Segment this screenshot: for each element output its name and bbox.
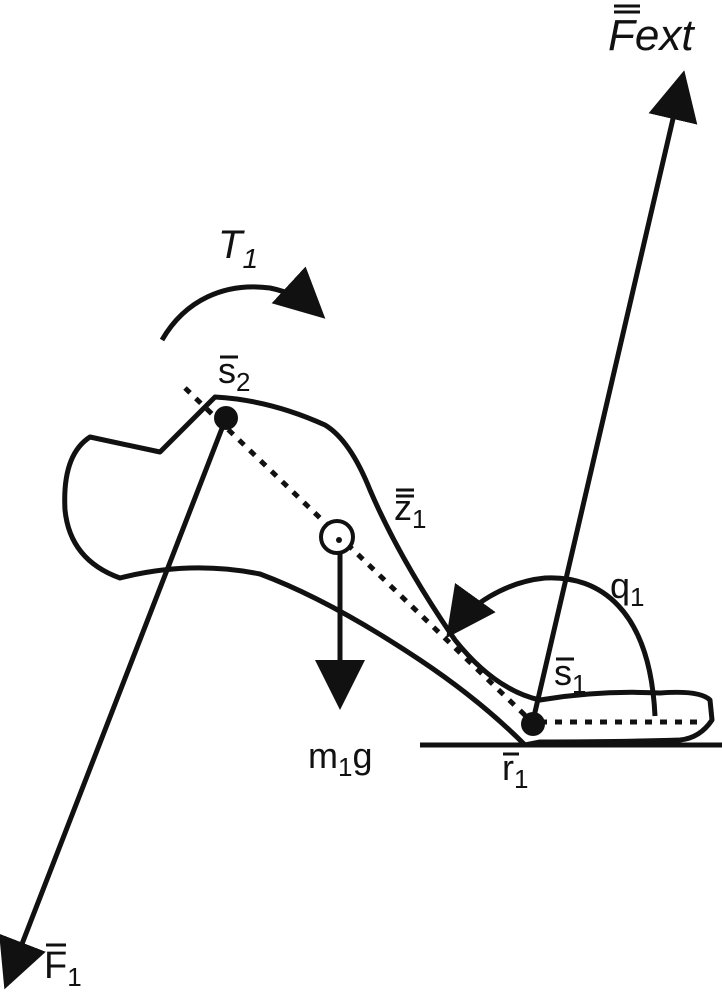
angle-q1-arc — [446, 575, 658, 717]
label-s1: s1 — [554, 652, 586, 699]
label-q1: q1 — [610, 565, 645, 612]
label-s2: s2 — [218, 350, 250, 397]
force-f1-arrow — [0, 417, 229, 990]
label-m1g: m1g — [308, 735, 373, 782]
label-r1: r1 — [502, 747, 528, 794]
svg-text:z1: z1 — [394, 487, 426, 534]
external-force-arrow — [529, 70, 698, 726]
svg-text:s1: s1 — [554, 652, 586, 699]
center-of-mass-dot — [336, 537, 342, 543]
joint-s1-point — [521, 712, 545, 736]
label-f-ext: Fext — [608, 4, 695, 60]
svg-text:F1: F1 — [44, 945, 82, 992]
svg-text:r1: r1 — [502, 747, 528, 794]
label-t1: T1 — [218, 223, 258, 274]
label-f1: F1 — [44, 943, 82, 992]
center-of-mass-marker — [319, 519, 355, 555]
svg-text:Fext: Fext — [608, 11, 695, 60]
torque-t1-arc — [159, 266, 326, 342]
foot-outline — [62, 394, 715, 748]
link-axis-dotted — [183, 386, 534, 724]
joint-s2-point — [214, 406, 238, 430]
label-z1: z1 — [394, 487, 426, 534]
svg-text:s2: s2 — [218, 350, 250, 397]
